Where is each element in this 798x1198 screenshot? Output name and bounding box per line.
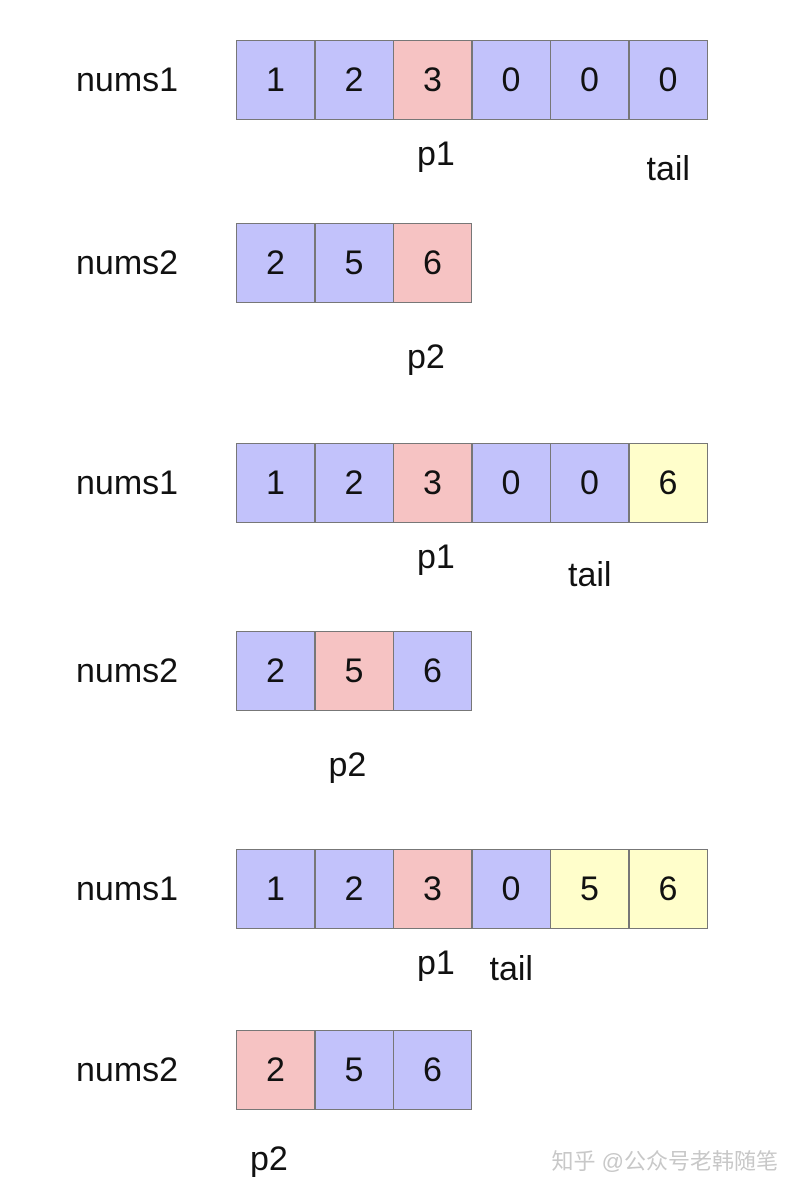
pointer-label-tail: tail <box>489 950 533 988</box>
array-cell: 5 <box>550 849 629 929</box>
array-cell: 5 <box>314 223 394 303</box>
pointer-label-p2: p2 <box>407 338 445 376</box>
pointer-label-p2: p2 <box>250 1140 288 1178</box>
array-label-nums1: nums1 <box>76 464 179 502</box>
array-cell: 0 <box>550 443 629 523</box>
array-cell: 1 <box>236 443 315 523</box>
array-cell: 2 <box>314 443 394 523</box>
pointer-label-p1: p1 <box>417 135 455 173</box>
pointer-label-p2: p2 <box>328 746 367 784</box>
array-cell: 2 <box>236 1030 315 1110</box>
array-cell: 0 <box>471 443 551 523</box>
array-label-nums2: nums2 <box>76 244 179 282</box>
pointer-label-p1: p1 <box>417 538 455 576</box>
array-cell: 2 <box>236 223 315 303</box>
array-cell: 6 <box>393 1030 472 1110</box>
array-cell: 5 <box>314 631 394 711</box>
array-cell: 6 <box>393 631 472 711</box>
array-cell: 6 <box>628 443 708 523</box>
array-cell: 0 <box>471 40 551 120</box>
array-cell: 1 <box>236 849 315 929</box>
array-cell: 0 <box>628 40 708 120</box>
array-label-nums2: nums2 <box>76 652 179 690</box>
pointer-label-tail: tail <box>568 556 612 594</box>
watermark: 知乎 @公众号老韩随笔 <box>551 1149 778 1174</box>
array-label-nums1: nums1 <box>76 61 179 99</box>
array-cell: 1 <box>236 40 315 120</box>
array-cell: 2 <box>314 40 394 120</box>
array-cell: 0 <box>550 40 629 120</box>
pointer-label-p1: p1 <box>417 944 455 982</box>
array-cell: 0 <box>471 849 551 929</box>
array-cell: 2 <box>236 631 315 711</box>
array-cell: 3 <box>393 40 472 120</box>
array-label-nums2: nums2 <box>76 1051 179 1089</box>
array-cell: 3 <box>393 443 472 523</box>
array-cell: 5 <box>314 1030 394 1110</box>
array-cell: 6 <box>393 223 472 303</box>
array-label-nums1: nums1 <box>76 870 179 908</box>
pointer-label-tail: tail <box>646 150 690 188</box>
array-cell: 2 <box>314 849 394 929</box>
array-cell: 6 <box>628 849 708 929</box>
array-cell: 3 <box>393 849 472 929</box>
